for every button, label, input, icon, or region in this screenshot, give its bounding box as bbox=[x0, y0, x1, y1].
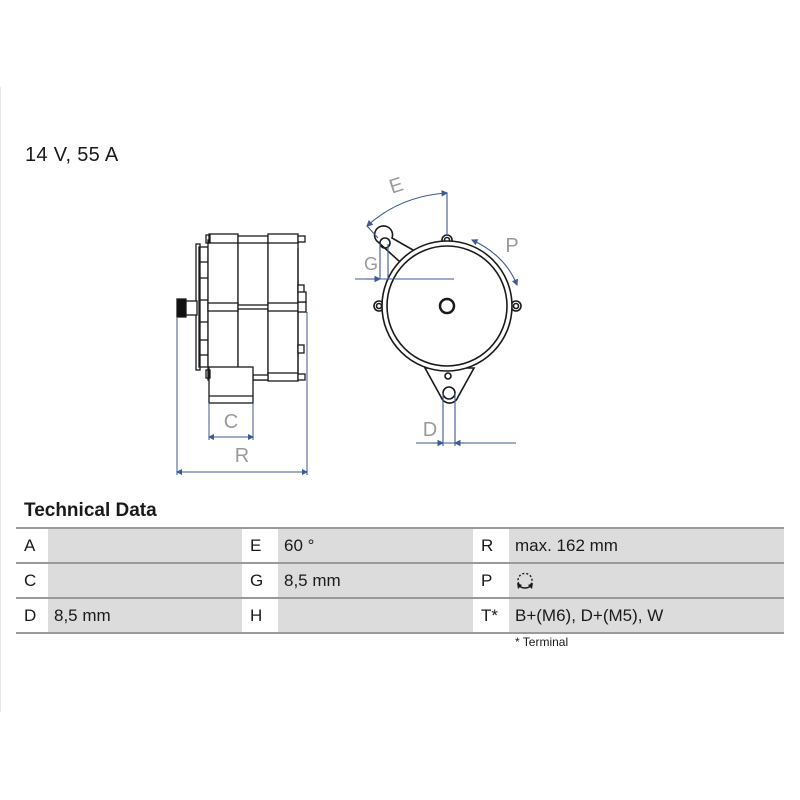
frame-border bbox=[0, 87, 1, 712]
spec-label: T* bbox=[473, 597, 509, 634]
side-view-dimensions bbox=[176, 312, 308, 475]
dim-label-r: R bbox=[235, 445, 249, 467]
table-row: D 8,5 mm H T* B+(M6), D+(M5), W bbox=[16, 597, 784, 634]
spec-value bbox=[48, 527, 242, 564]
spec-value bbox=[48, 562, 242, 599]
spec-label: P bbox=[473, 562, 509, 599]
rating-title: 14 V, 55 A bbox=[25, 144, 119, 166]
spec-value: 8,5 mm bbox=[48, 597, 242, 634]
spec-label: A bbox=[16, 527, 48, 564]
spec-label: C bbox=[16, 562, 48, 599]
spec-label: E bbox=[242, 527, 278, 564]
table-row: A E 60 ° R max. 162 mm bbox=[16, 527, 784, 564]
dim-label-p: P bbox=[505, 235, 518, 257]
front-view bbox=[373, 225, 522, 404]
spec-label: R bbox=[473, 527, 509, 564]
spec-label: H bbox=[242, 597, 278, 634]
dim-label-c: C bbox=[224, 411, 238, 433]
side-view bbox=[176, 233, 307, 404]
dim-label-g: G bbox=[364, 254, 378, 274]
spec-value: B+(M6), D+(M5), W bbox=[509, 597, 784, 634]
terminal-footnote: * Terminal bbox=[515, 635, 569, 649]
spec-value: max. 162 mm bbox=[509, 527, 784, 564]
technical-data-title: Technical Data bbox=[24, 500, 157, 521]
spec-label: D bbox=[16, 597, 48, 634]
spec-value bbox=[278, 597, 473, 634]
spec-value: 8,5 mm bbox=[278, 562, 473, 599]
spec-value-rotation bbox=[509, 562, 784, 599]
dim-label-d: D bbox=[423, 419, 437, 441]
table-row: C G 8,5 mm P bbox=[16, 562, 784, 599]
rotation-both-directions-icon bbox=[517, 572, 533, 589]
alternator-drawing: C R bbox=[176, 173, 522, 475]
technical-data-table: A E 60 ° R max. 162 mm C G 8,5 mm P D 8,… bbox=[16, 527, 784, 634]
front-view-dimensions bbox=[355, 190, 519, 447]
dim-label-e: E bbox=[387, 173, 406, 198]
spec-value: 60 ° bbox=[278, 527, 473, 564]
spec-label: G bbox=[242, 562, 278, 599]
